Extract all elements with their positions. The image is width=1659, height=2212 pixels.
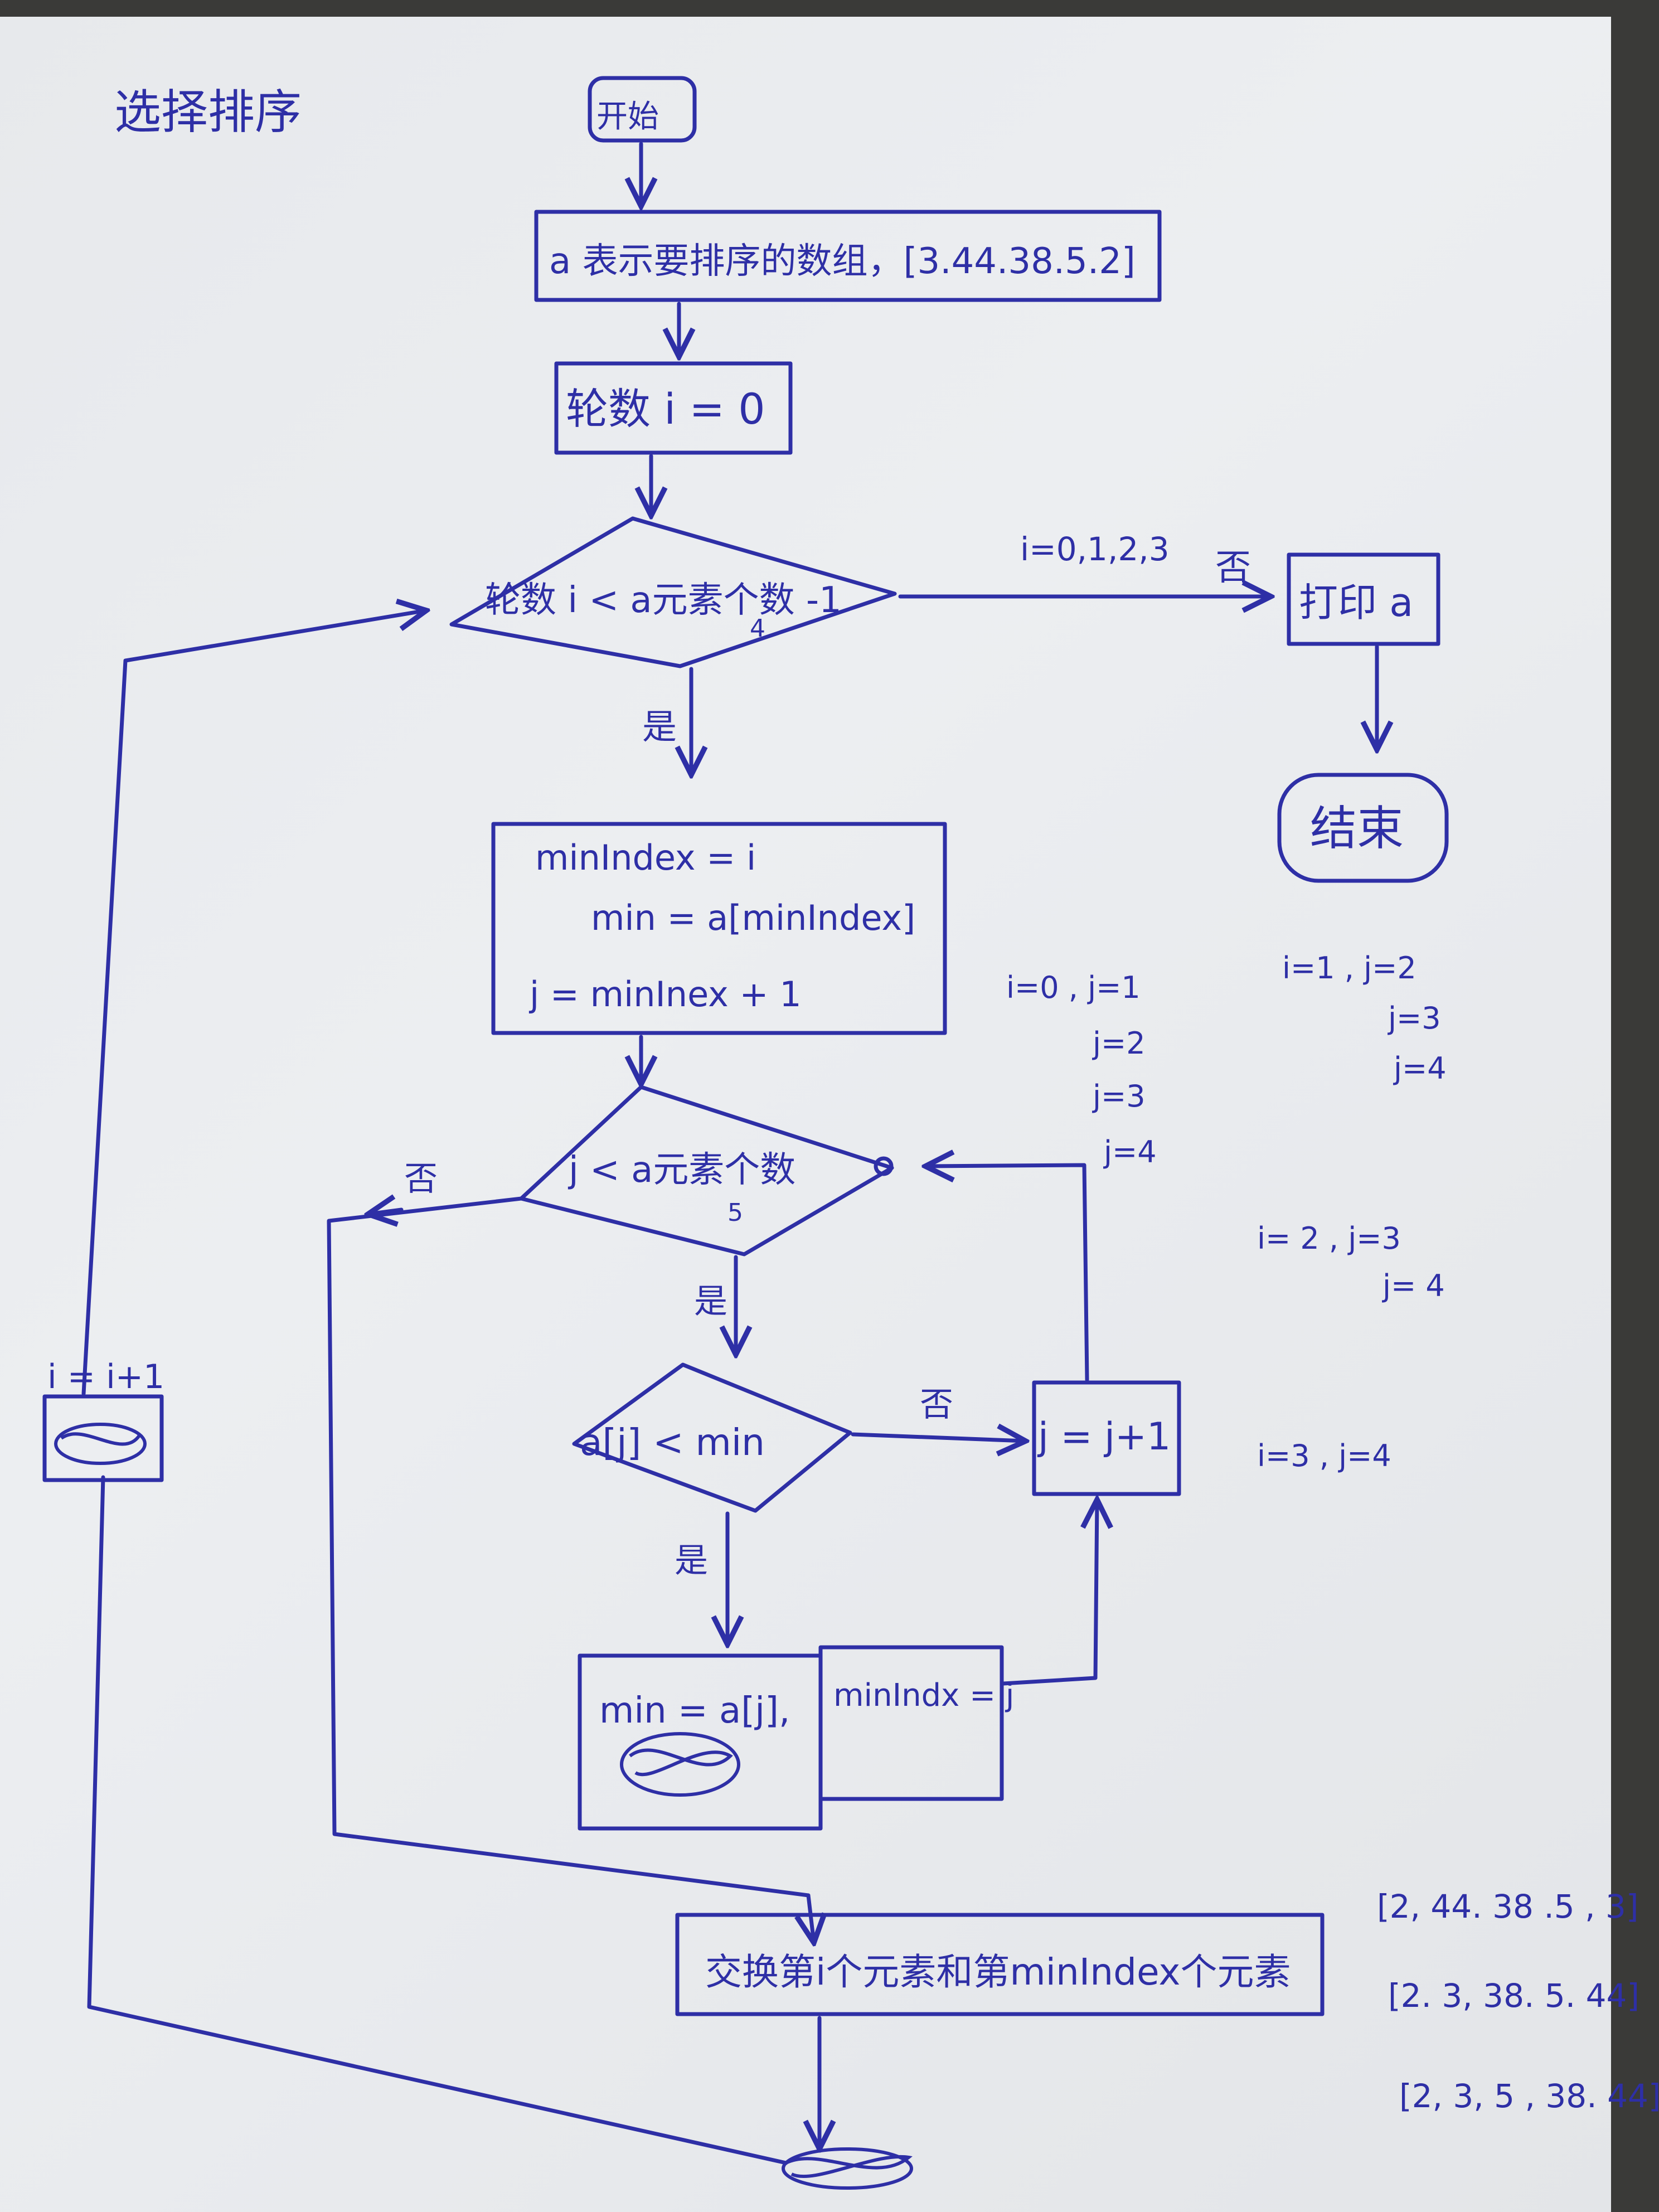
init-i-box <box>554 361 793 455</box>
input-box <box>534 210 1162 302</box>
incr-i-label: i = i+1 <box>47 1357 164 1396</box>
compare-label: a[j] < min <box>580 1421 765 1464</box>
incr-i-box <box>42 1394 164 1482</box>
edge-inner-no <box>327 1196 811 1898</box>
end-label: 结束 <box>1310 801 1404 856</box>
array-state-3: [2, 3, 5 , 38. 44] <box>1399 2077 1659 2115</box>
init-block-box <box>491 822 947 1035</box>
note-i1-2: j=3 <box>1388 1001 1441 1036</box>
inner-condition-note: 5 <box>727 1199 743 1227</box>
init-line-2: min = a[minIndex] <box>591 898 915 938</box>
outer-no-note: i=0,1,2,3 <box>1020 530 1170 568</box>
outer-condition-label: 轮数 i < a元素个数 -1 <box>485 580 842 621</box>
edge-to-swap <box>808 1893 814 1943</box>
note-i2-1: i= 2 , j=3 <box>1257 1221 1401 1256</box>
page-title: 选择排序 <box>114 85 302 139</box>
trace-notes-i2: i= 2 , j=3 j= 4 <box>1257 1221 1445 1303</box>
array-states: [2, 44. 38 .5 , 3] [2. 3, 38. 5. 44] [2,… <box>1377 1888 1659 2115</box>
inner-no-label: 否 <box>404 1160 438 1199</box>
inner-dot <box>874 1156 894 1176</box>
swap-label: 交换第i个元素和第minIndex个元素 <box>705 1951 1291 1993</box>
note-i0-2: j=2 <box>1092 1026 1146 1061</box>
scribble-crossed-out <box>620 1732 740 1797</box>
array-state-1: [2, 44. 38 .5 , 3] <box>1377 1888 1639 1925</box>
assign-left-label: min = a[j], <box>599 1690 790 1731</box>
compare-diamond <box>572 1362 852 1513</box>
edge-incr-i-outer <box>81 610 426 1396</box>
note-i2-2: j= 4 <box>1382 1268 1445 1303</box>
swap-box <box>675 1913 1325 2016</box>
edge-bottom-loop <box>87 1475 788 2165</box>
note-i0-3: j=3 <box>1092 1079 1146 1114</box>
end-terminal <box>1277 773 1449 883</box>
scribble-incr-i <box>54 1423 147 1465</box>
print-box <box>1287 552 1440 646</box>
init-line-3: j = minInex + 1 <box>528 974 802 1015</box>
trace-notes-i0: i=0 , j=1 j=2 j=3 j=4 <box>1006 970 1157 1170</box>
start-terminal <box>588 76 697 143</box>
input-label: a 表示要排序的数组，[3.44.38.5.2] <box>549 241 1136 282</box>
inner-condition-diamond <box>519 1085 894 1257</box>
inner-condition-label: j < a元素个数 <box>567 1149 795 1191</box>
note-i0-1: i=0 , j=1 <box>1006 970 1141 1005</box>
compare-yes-label: 是 <box>675 1541 708 1580</box>
paper-sheet <box>0 17 1611 2212</box>
note-i1-3: j=4 <box>1393 1051 1447 1086</box>
print-label: 打印 a <box>1299 580 1413 625</box>
edge-incr-back <box>925 1165 1089 1382</box>
edge-inner-no-arrow <box>368 1210 404 1214</box>
inner-yes-label: 是 <box>694 1282 727 1321</box>
compare-no-label: 否 <box>920 1385 953 1424</box>
trace-notes-i1: i=1 , j=2 j=3 j=4 <box>1282 950 1447 1086</box>
init-line-1: minIndex = i <box>535 837 756 878</box>
edge-assign-back <box>1001 1500 1097 1686</box>
note-i3-1: i=3 , j=4 <box>1257 1438 1391 1473</box>
note-i0-4: j=4 <box>1103 1134 1157 1170</box>
incr-j-box <box>1032 1380 1181 1496</box>
outer-condition-diamond <box>449 516 897 668</box>
array-state-2: [2. 3, 38. 5. 44] <box>1388 1977 1639 2015</box>
init-i-label: 轮数 i = 0 <box>566 384 765 434</box>
edge-compare-no <box>851 1434 1026 1441</box>
incr-j-label: j = j+1 <box>1037 1415 1171 1459</box>
assign-box-left <box>578 1653 823 1831</box>
trace-notes-i3: i=3 , j=4 <box>1257 1438 1391 1473</box>
outer-yes-label: 是 <box>642 706 677 747</box>
outer-no-label: 否 <box>1215 547 1251 589</box>
start-label: 开始 <box>596 99 659 135</box>
outer-condition-note: 4 <box>750 614 765 643</box>
assign-right-label: minIndx = j <box>833 1677 1014 1714</box>
scribble-bottom <box>782 2147 913 2190</box>
assign-box-right <box>818 1645 1004 1801</box>
note-i1-1: i=1 , j=2 <box>1282 950 1417 986</box>
